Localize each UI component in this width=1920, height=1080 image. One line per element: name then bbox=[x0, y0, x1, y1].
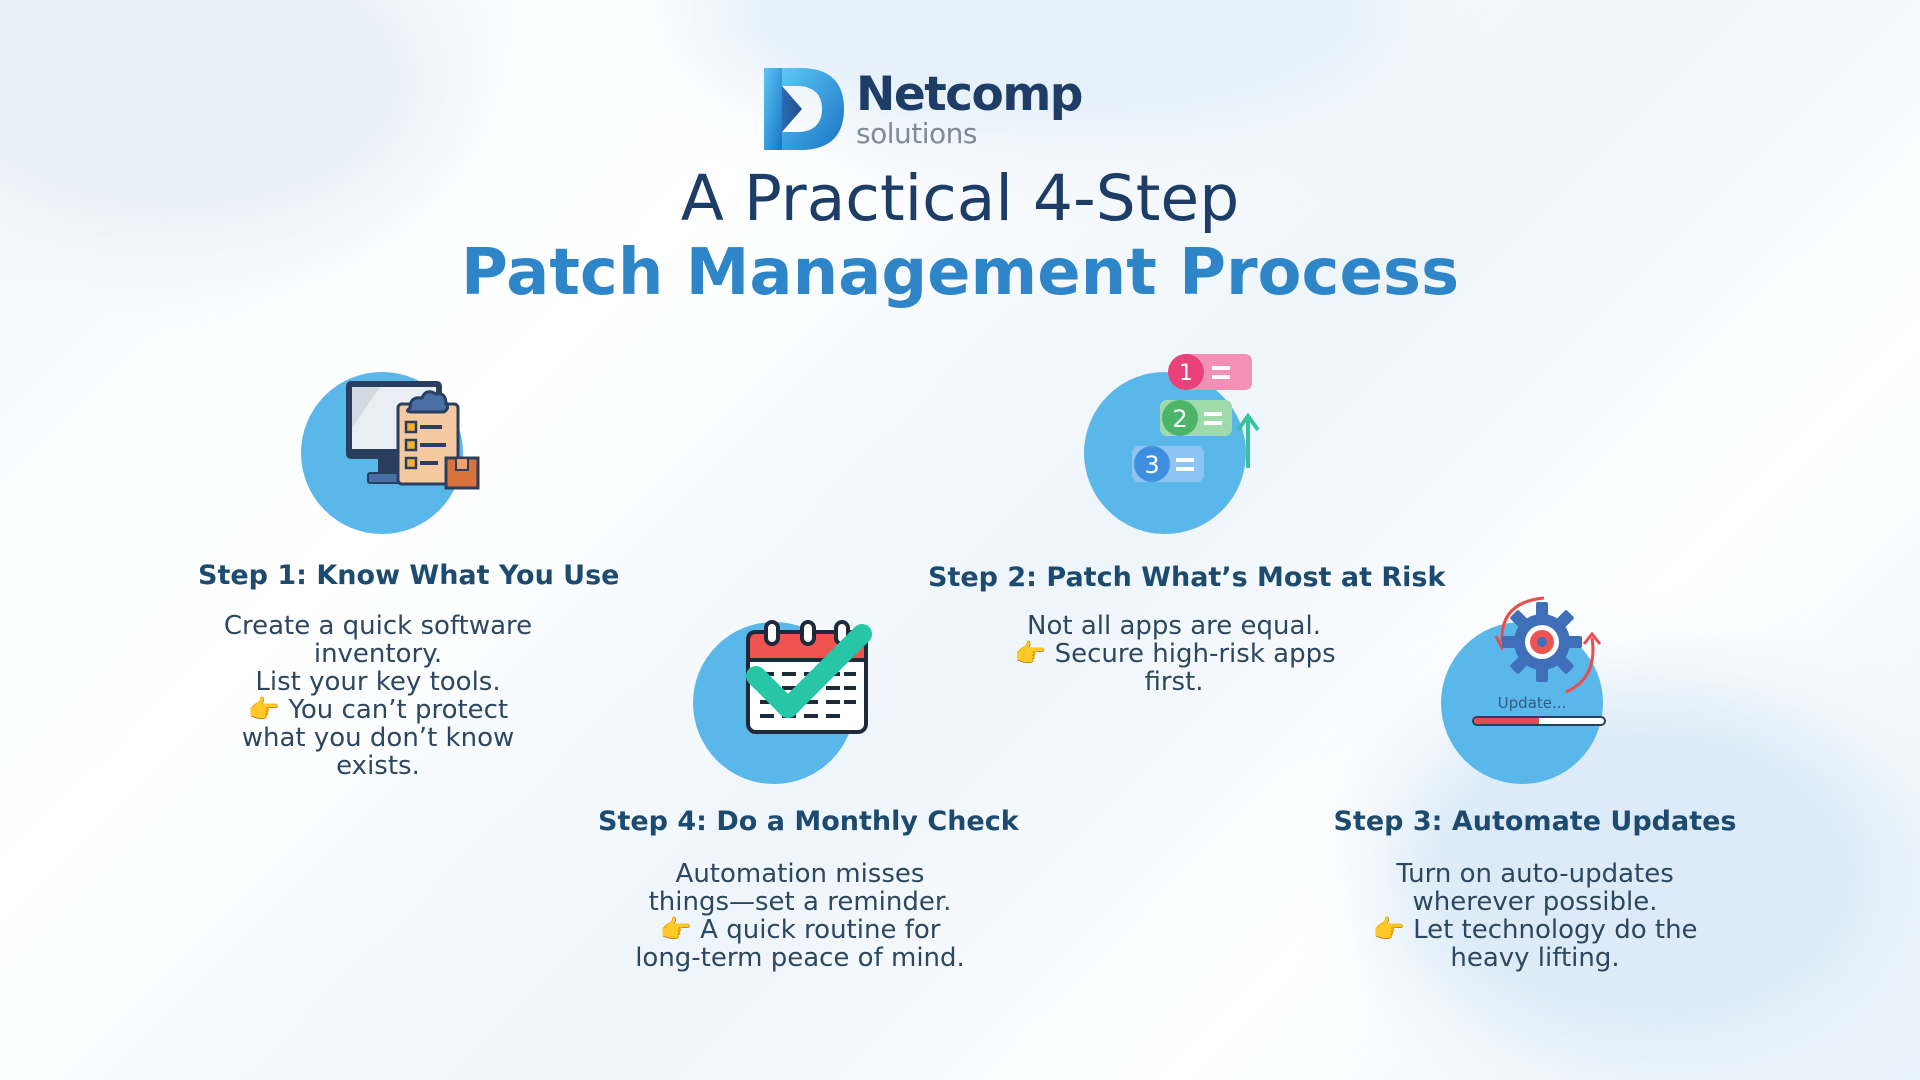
step1-line: exists. bbox=[336, 751, 420, 781]
step1-line: Create a quick software bbox=[223, 611, 533, 641]
priority-list-icon: 1 2 3 bbox=[1132, 354, 1260, 482]
step1-line: List your key tools. bbox=[255, 667, 501, 697]
step3-line: Turn on auto-updates bbox=[1396, 859, 1674, 889]
badge-number: 1 bbox=[1179, 361, 1193, 386]
step2-title: Step 2: Patch What’s Most at Risk bbox=[928, 562, 1446, 593]
step2-line: 👉 Secure high-risk apps bbox=[1014, 639, 1336, 669]
step2-line: first. bbox=[1144, 667, 1204, 697]
brand-subtitle: solutions bbox=[856, 116, 977, 150]
step2-line: Not all apps are equal. bbox=[1027, 611, 1321, 641]
update-progress-label: Update... bbox=[1497, 694, 1567, 712]
update-progress-track bbox=[1472, 716, 1606, 726]
step1-line: what you don’t know bbox=[241, 723, 515, 753]
update-progress: Update... bbox=[1472, 694, 1606, 726]
step4-line: Automation misses bbox=[675, 859, 925, 889]
step1-line: inventory. bbox=[313, 639, 443, 669]
netcomp-logo-icon bbox=[764, 68, 844, 150]
step4-title: Step 4: Do a Monthly Check bbox=[598, 806, 1019, 837]
step4-line: things—set a reminder. bbox=[648, 887, 952, 917]
step1-title: Step 1: Know What You Use bbox=[198, 560, 620, 591]
step1-line: 👉 You can’t protect bbox=[247, 695, 509, 725]
step3-title: Step 3: Automate Updates bbox=[1333, 806, 1737, 837]
step4-line: 👉 A quick routine for bbox=[659, 915, 941, 945]
badge-number: 2 bbox=[1172, 405, 1187, 433]
update-progress-fill bbox=[1474, 718, 1539, 724]
page-title-line2: Patch Management Process bbox=[460, 236, 1460, 310]
step3-description: Turn on auto-updates wherever possible. … bbox=[1355, 860, 1715, 972]
brand-logo: Netcomp solutions bbox=[762, 66, 1083, 152]
step4-line: long-term peace of mind. bbox=[635, 943, 965, 973]
update-gear-icon bbox=[1494, 596, 1602, 694]
step2-description: Not all apps are equal. 👉 Secure high-ri… bbox=[1014, 611, 1336, 697]
step3-line: 👉 Let technology do the bbox=[1372, 915, 1698, 945]
step4-description: Automation misses things—set a reminder.… bbox=[620, 860, 980, 972]
badge-number: 3 bbox=[1144, 451, 1159, 479]
brand-name: Netcomp bbox=[856, 66, 1083, 122]
calendar-check-icon bbox=[746, 620, 872, 734]
step3-line: wherever possible. bbox=[1412, 887, 1658, 917]
software-inventory-icon bbox=[346, 381, 480, 490]
step1-description: Create a quick software inventory. List … bbox=[218, 612, 538, 780]
page-title-line1: A Practical 4-Step bbox=[680, 162, 1240, 235]
step3-line: heavy lifting. bbox=[1450, 943, 1620, 973]
